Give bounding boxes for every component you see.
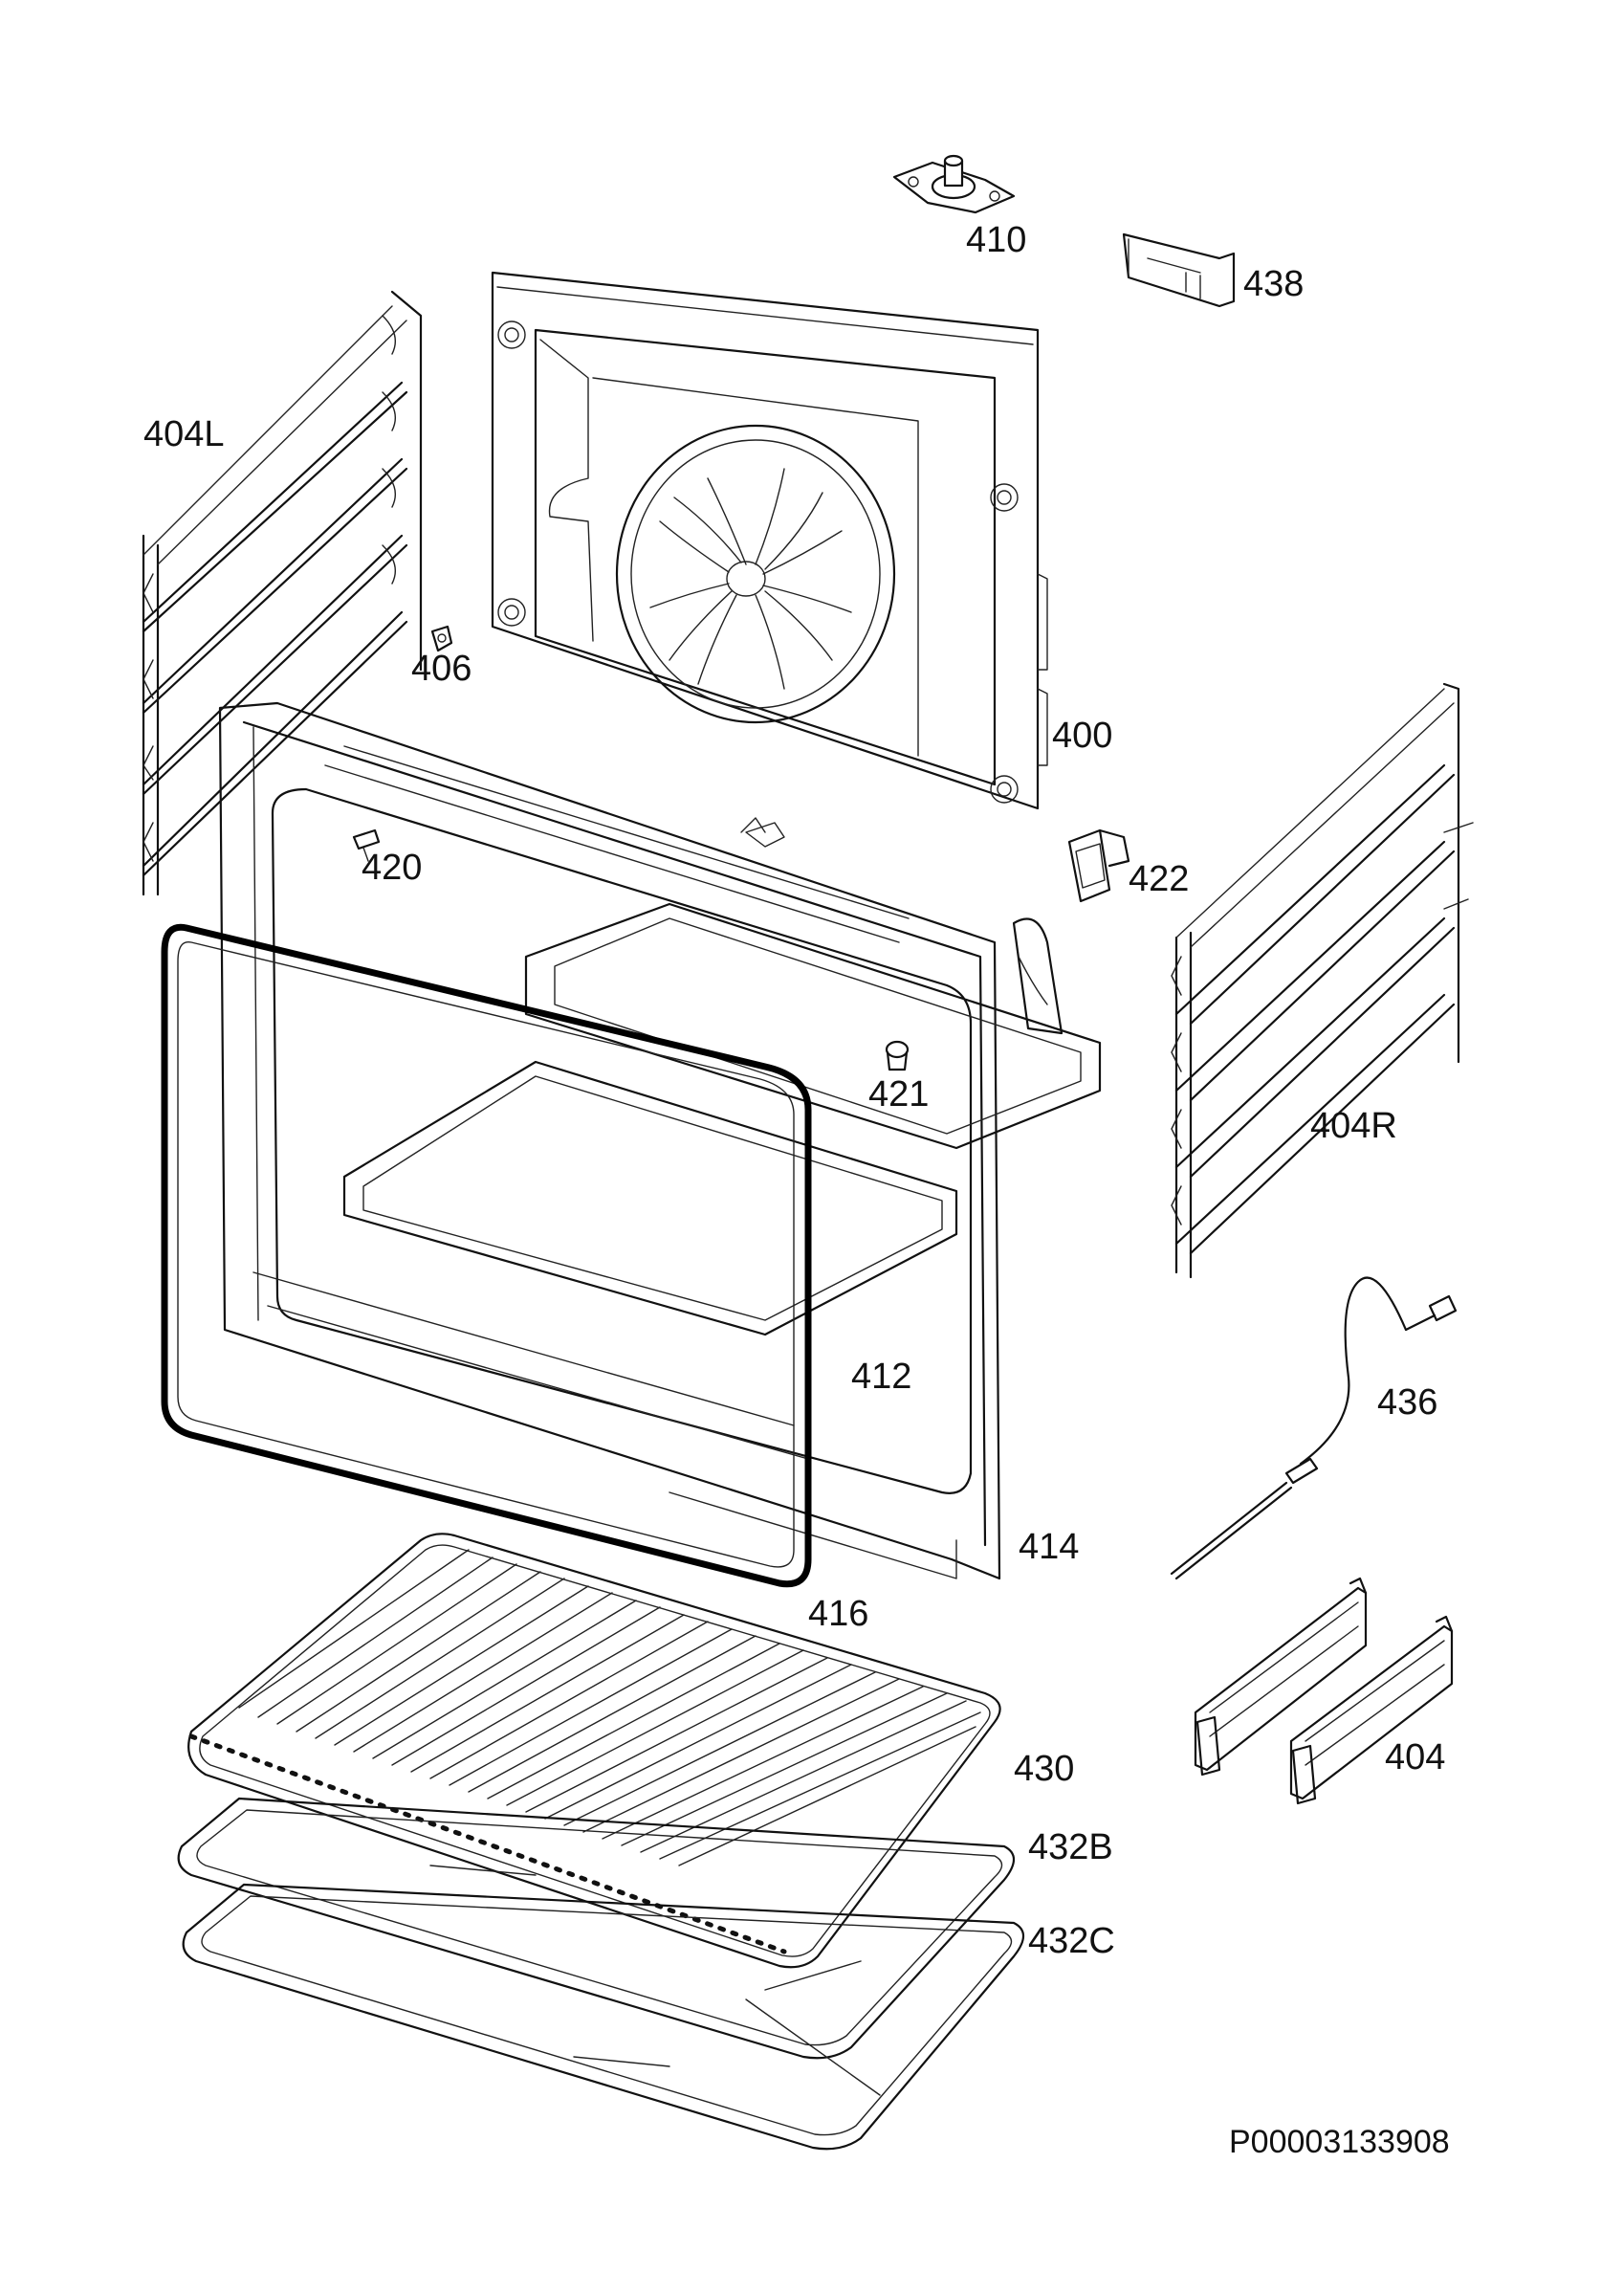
label-414: 414 — [1019, 1527, 1080, 1567]
part-421-lamp — [885, 1040, 910, 1071]
part-436-probe — [1170, 1276, 1458, 1580]
label-430: 430 — [1014, 1749, 1075, 1789]
part-400-back-panel — [491, 271, 1048, 810]
document-code: P00003133908 — [1229, 2124, 1450, 2160]
part-414-oven-cavity — [218, 701, 1102, 1580]
label-406: 406 — [411, 649, 472, 689]
part-404-telescopic-rails — [1194, 1577, 1454, 1805]
label-410: 410 — [966, 220, 1027, 260]
label-438: 438 — [1243, 264, 1305, 304]
part-430-wire-shelf — [187, 1533, 1001, 1969]
part-422-connector — [1067, 828, 1130, 903]
part-406-clip — [430, 625, 453, 652]
label-432B: 432B — [1028, 1827, 1113, 1867]
label-436: 436 — [1377, 1382, 1438, 1423]
label-404R: 404R — [1310, 1106, 1397, 1146]
part-432C-tray — [182, 1883, 1025, 2151]
part-410-motor-mount — [892, 154, 1016, 214]
label-404L: 404L — [143, 414, 225, 454]
part-404L-left-rack — [142, 290, 423, 896]
label-416: 416 — [808, 1594, 869, 1634]
label-421: 421 — [868, 1074, 930, 1115]
label-412: 412 — [851, 1357, 912, 1397]
label-400: 400 — [1052, 716, 1113, 756]
part-404R-right-rack — [1171, 682, 1474, 1279]
part-438-bracket — [1122, 232, 1236, 308]
label-422: 422 — [1129, 859, 1190, 899]
part-420-screw — [352, 828, 381, 862]
label-420: 420 — [362, 848, 423, 888]
part-416-door-seal — [161, 923, 812, 1588]
label-404: 404 — [1385, 1737, 1446, 1777]
part-432B-tray — [177, 1797, 1016, 2060]
label-432C: 432C — [1028, 1921, 1115, 1961]
